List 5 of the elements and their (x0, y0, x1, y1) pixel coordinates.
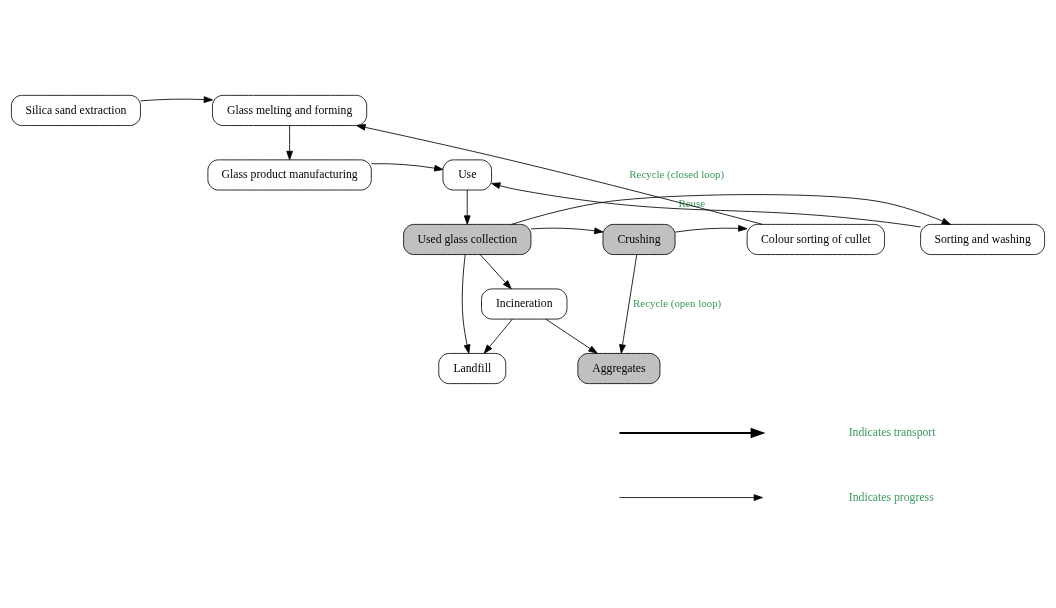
edge-label: Recycle (open loop) (633, 296, 722, 309)
legend-label: Indicates progress (848, 490, 934, 504)
edge-label: Recycle (closed loop) (629, 167, 725, 180)
edge-label: Reuse (678, 196, 705, 209)
legend-label: Indicates transport (848, 426, 936, 440)
